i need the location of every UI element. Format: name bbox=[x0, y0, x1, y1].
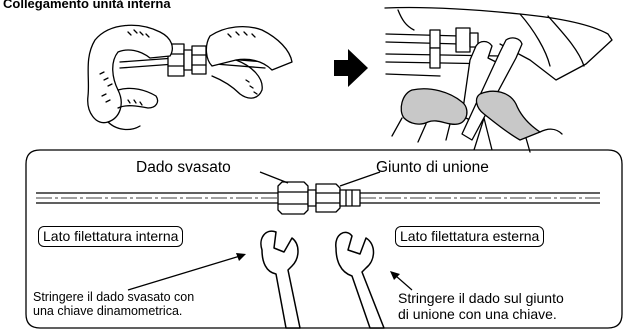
wrench-note-line2: di unione con una chiave. bbox=[398, 306, 564, 322]
open-end-wrench-icon bbox=[261, 231, 300, 328]
wrench-note-line1: Stringere il dado sul giunto bbox=[398, 290, 564, 306]
wrench-note: Stringere il dado sul giunto di unione c… bbox=[398, 290, 564, 322]
torque-wrench-note-line1: Stringere il dado svasato con bbox=[33, 290, 194, 304]
torque-wrench-note-line2: una chiave dinamometrica. bbox=[33, 304, 194, 318]
right-arrow-icon bbox=[334, 49, 368, 87]
hands-connecting-pipe-icon bbox=[88, 25, 292, 129]
flare-nut-label: Dado svasato bbox=[136, 160, 231, 176]
hands-with-wrenches-icon bbox=[385, 7, 612, 152]
internal-thread-side-label: Lato filettatura interna bbox=[38, 226, 183, 247]
torque-wrench-note: Stringere il dado svasato con una chiave… bbox=[33, 290, 194, 319]
external-thread-side-label: Lato filettatura esterna bbox=[395, 226, 544, 247]
open-end-wrench-icon bbox=[336, 232, 384, 328]
pipe-joint-detail bbox=[36, 172, 600, 214]
union-joint-label: Giunto di unione bbox=[376, 160, 489, 176]
